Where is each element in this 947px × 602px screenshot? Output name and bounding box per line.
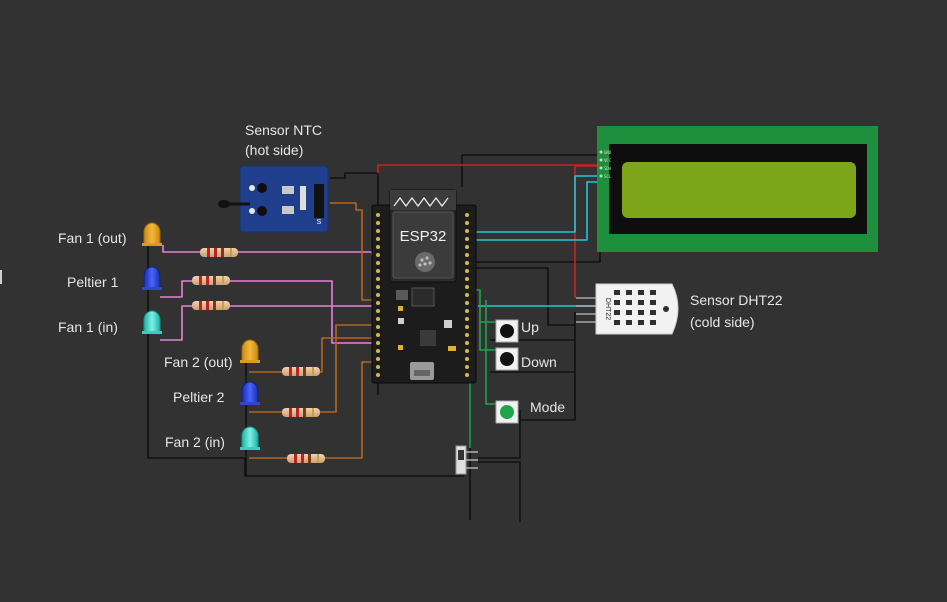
lcd-pin-1: VCC bbox=[604, 158, 612, 163]
button-mode[interactable] bbox=[495, 400, 519, 424]
resistor-3[interactable] bbox=[192, 301, 230, 310]
thermistor-probe bbox=[218, 200, 230, 208]
ntc-label-line2: (hot side) bbox=[245, 142, 303, 158]
wires bbox=[147, 154, 602, 522]
button-up[interactable] bbox=[495, 319, 519, 343]
button-label-up: Up bbox=[521, 319, 539, 335]
resistor-1[interactable] bbox=[200, 248, 238, 257]
led-label-fan1-out: Fan 1 (out) bbox=[58, 230, 126, 246]
lcd-pins bbox=[599, 150, 603, 178]
dht22-sensor[interactable]: DHT22 bbox=[576, 283, 679, 335]
led-label-peltier2: Peltier 2 bbox=[173, 389, 225, 405]
resistor-6[interactable] bbox=[287, 454, 325, 463]
left-edge-marker bbox=[0, 270, 2, 284]
slide-switch-icon[interactable] bbox=[455, 445, 478, 475]
led-label-fan2-out: Fan 2 (out) bbox=[164, 354, 232, 370]
wires-cyan bbox=[462, 175, 602, 307]
button-down[interactable] bbox=[495, 347, 519, 371]
led-label-peltier1: Peltier 1 bbox=[67, 274, 119, 290]
led-peltier2[interactable] bbox=[240, 381, 260, 405]
led-fan1-out[interactable] bbox=[142, 222, 162, 246]
led-fan1-in[interactable] bbox=[142, 310, 162, 334]
esp32-label: ESP32 bbox=[400, 228, 447, 245]
resistor-2[interactable] bbox=[192, 276, 230, 285]
resistor-5[interactable] bbox=[282, 408, 320, 417]
lcd-display[interactable]: GND VCC SDA SCL bbox=[597, 126, 878, 252]
esp32-right-pins bbox=[465, 213, 469, 377]
ntc-sensor[interactable]: S bbox=[218, 165, 329, 233]
wires-orange bbox=[249, 202, 376, 459]
led-peltier1[interactable] bbox=[142, 266, 162, 290]
resistors bbox=[192, 248, 325, 463]
lcd-pin-2: SDA bbox=[604, 166, 612, 171]
led-label-fan2-in: Fan 2 (in) bbox=[165, 434, 225, 450]
wires-pink bbox=[160, 245, 376, 344]
led-fan2-out[interactable] bbox=[240, 339, 260, 363]
dht22-label-line1: Sensor DHT22 bbox=[690, 292, 783, 308]
esp32-left-pins bbox=[376, 213, 380, 377]
button-label-down: Down bbox=[521, 354, 557, 370]
led-label-fan1-in: Fan 1 (in) bbox=[58, 319, 118, 335]
led-fan2-in[interactable] bbox=[240, 426, 260, 450]
ntc-label-line1: Sensor NTC bbox=[245, 122, 322, 138]
button-label-mode: Mode bbox=[530, 399, 565, 415]
wifi-logo-icon bbox=[415, 252, 435, 272]
resistor-4[interactable] bbox=[282, 367, 320, 376]
esp32-board[interactable]: ESP32 bbox=[371, 189, 477, 384]
lcd-pin-0: GND bbox=[604, 150, 612, 155]
dht22-label-line2: (cold side) bbox=[690, 314, 755, 330]
dht22-chip-text: DHT22 bbox=[604, 298, 611, 320]
lcd-pin-3: SCL bbox=[604, 174, 612, 179]
ntc-pin-s-label: S bbox=[317, 219, 322, 226]
